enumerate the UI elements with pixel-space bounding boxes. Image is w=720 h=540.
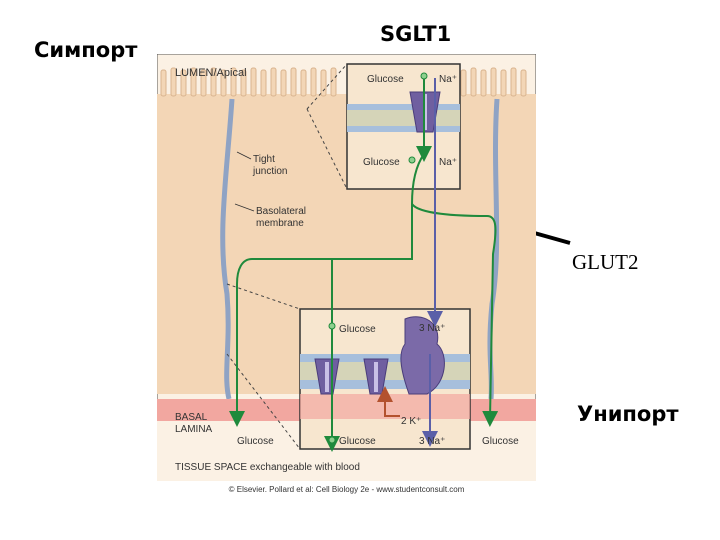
- basolateral-label-2: membrane: [256, 218, 304, 229]
- glucose-left-label: Glucose: [237, 436, 274, 447]
- bottom-inset-na-out: 3 Na⁺: [419, 436, 445, 447]
- tissue-space-label: TISSUE SPACE exchangeable with blood: [175, 462, 360, 473]
- tight-junction-label-1: Tight: [253, 154, 275, 165]
- basal-lamina-label-2: LAMINA: [175, 424, 213, 435]
- bottom-inset-k-out: 2 K⁺: [401, 416, 421, 427]
- top-inset-glucose-top: Glucose: [367, 74, 404, 85]
- top-inset-glucose-bottom: Glucose: [363, 157, 400, 168]
- glut2-label: GLUT2: [572, 250, 639, 274]
- bottom-inset-na-in: 3 Na⁺: [419, 323, 445, 334]
- sglt1-label: SGLT1: [380, 22, 452, 46]
- glucose-path-right: [411, 203, 499, 427]
- top-inset-na-top: Na⁺: [439, 74, 457, 85]
- credit-line: © Elsevier. Pollard et al: Cell Biology …: [228, 485, 465, 494]
- figure-svg: LUMEN/Apical Tight junction Basolateral …: [156, 53, 537, 482]
- uniport-label: Унипорт: [577, 402, 679, 426]
- basolateral-membrane-left: [220, 98, 235, 400]
- top-inset-na-bottom: Na⁺: [439, 157, 457, 168]
- basolateral-label-1: Basolateral: [256, 206, 306, 217]
- glucose-path-left: [229, 153, 425, 427]
- basal-lamina-label-1: BASAL: [175, 412, 208, 423]
- lumen-apical-label: LUMEN/Apical: [175, 67, 247, 79]
- bottom-inset-glucose-out: Glucose: [339, 436, 376, 447]
- tight-junction-label-2: junction: [252, 166, 287, 177]
- symport-label: Симпорт: [34, 38, 138, 62]
- glucose-right-label: Glucose: [482, 436, 519, 447]
- potassium-path: [377, 386, 400, 417]
- epithelial-transport-figure: LUMEN/Apical Tight junction Basolateral …: [156, 53, 537, 482]
- bottom-inset-glucose-in: Glucose: [339, 324, 376, 335]
